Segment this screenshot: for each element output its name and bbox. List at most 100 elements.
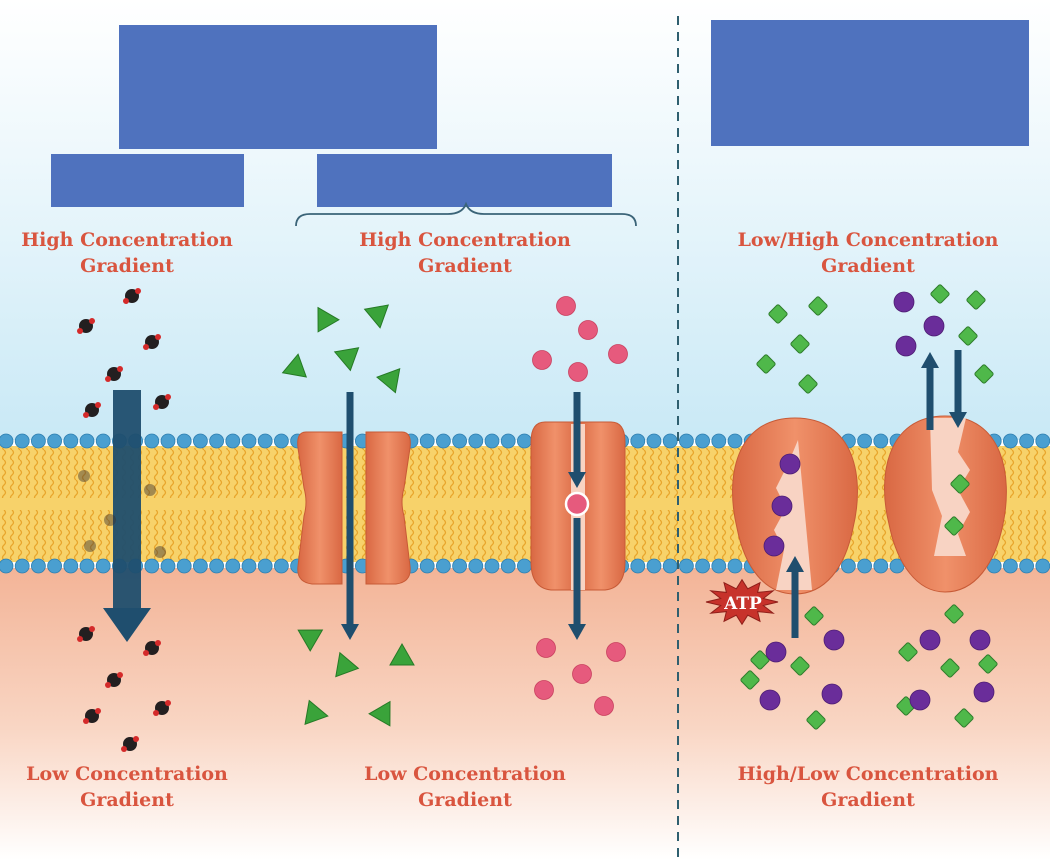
molecule-atom [165,700,171,706]
molecule-atom [117,672,123,678]
phosphate-head [435,558,451,574]
molecule-atom [133,736,139,742]
phosphate-head [500,433,516,449]
phosphate-head [452,558,468,574]
cube-molecule [798,374,818,394]
ion [578,320,598,340]
pump-protein-1-channel [774,440,812,590]
molecule [153,394,171,410]
ion [759,689,781,711]
phosphate-head [1035,558,1050,574]
triangle-molecule [297,629,324,652]
transport-arrows [341,350,967,640]
ion [909,689,931,711]
phosphate-head [662,558,678,574]
cube-molecule [940,658,960,678]
cube-molecule [978,654,998,674]
phosphate-head [160,433,176,449]
ion [556,296,576,316]
phosphate-head [79,433,95,449]
ion [821,683,843,705]
molecule [121,736,139,752]
cube-molecule [790,656,810,676]
molecule-atom [89,318,95,324]
phosphate-head [0,433,14,449]
phosphate-head [662,433,678,449]
molecule-atom [77,328,83,334]
phosphate-head [47,558,62,574]
ion [606,642,626,662]
phosphate-head [679,558,694,574]
phosphate-head [192,558,208,574]
ion [823,629,845,651]
phosphate-head [160,558,176,574]
molecule-atom [77,636,83,642]
cube-molecule [804,606,824,626]
cube-molecule [974,364,994,384]
ion [594,696,614,716]
cube-molecule [930,284,950,304]
carrier-protein-1-left [530,421,580,591]
cube-molecule [768,304,788,324]
phosphate-head [727,433,743,449]
phosphate-head [1019,433,1034,449]
molecule [123,288,141,304]
molecule-body [104,514,116,526]
triangle-molecule [389,642,415,666]
phosphate-head [225,433,241,449]
triangle-molecule [335,651,360,678]
phosphate-head [452,433,468,449]
phosphate-head [727,558,743,574]
phosphate-head [241,433,257,449]
pump-protein-1 [732,417,858,595]
molecule [143,334,161,350]
phosphate-head [31,558,46,574]
triangle-molecule [281,353,308,378]
cube-molecule [944,604,964,624]
molecule [105,366,123,382]
phosphate-head [1019,558,1034,574]
phosphate-head [1003,433,1018,449]
ion [532,350,552,370]
phosphate-head [95,433,111,449]
cube-molecule [954,708,974,728]
phosphate-head [695,433,710,449]
molecule-body [78,470,90,482]
arrow-head [568,624,586,640]
channel-protein-1-right [365,431,411,585]
molecule-atom [165,394,171,400]
phosphate-head [63,433,79,449]
phosphate-head [1003,558,1018,574]
triangle-molecule [317,306,340,333]
ion [572,664,592,684]
atp-star-shape [705,578,779,626]
cube-molecule [958,326,978,346]
triangle-molecule [368,700,391,727]
phosphate-head [225,558,241,574]
phosphate-head [192,433,208,449]
phosphate-head [630,433,646,449]
phosphate-head [695,558,710,574]
molecules [77,284,998,752]
cube-molecule [756,354,776,374]
molecule [84,540,96,552]
phosphate-head [47,433,62,449]
phosphate-head [209,558,225,574]
phosphate-head [468,558,484,574]
ion [771,495,793,517]
phosphate-head [630,558,646,574]
molecule [144,484,156,496]
phosphate-head [176,433,192,449]
molecule-atom [105,376,111,382]
cube-molecule [750,650,770,670]
phosphate-head [484,433,500,449]
molecule-atom [83,718,89,724]
triangle-molecule [363,304,390,329]
molecule-atom [155,640,161,646]
molecule-atom [155,334,161,340]
